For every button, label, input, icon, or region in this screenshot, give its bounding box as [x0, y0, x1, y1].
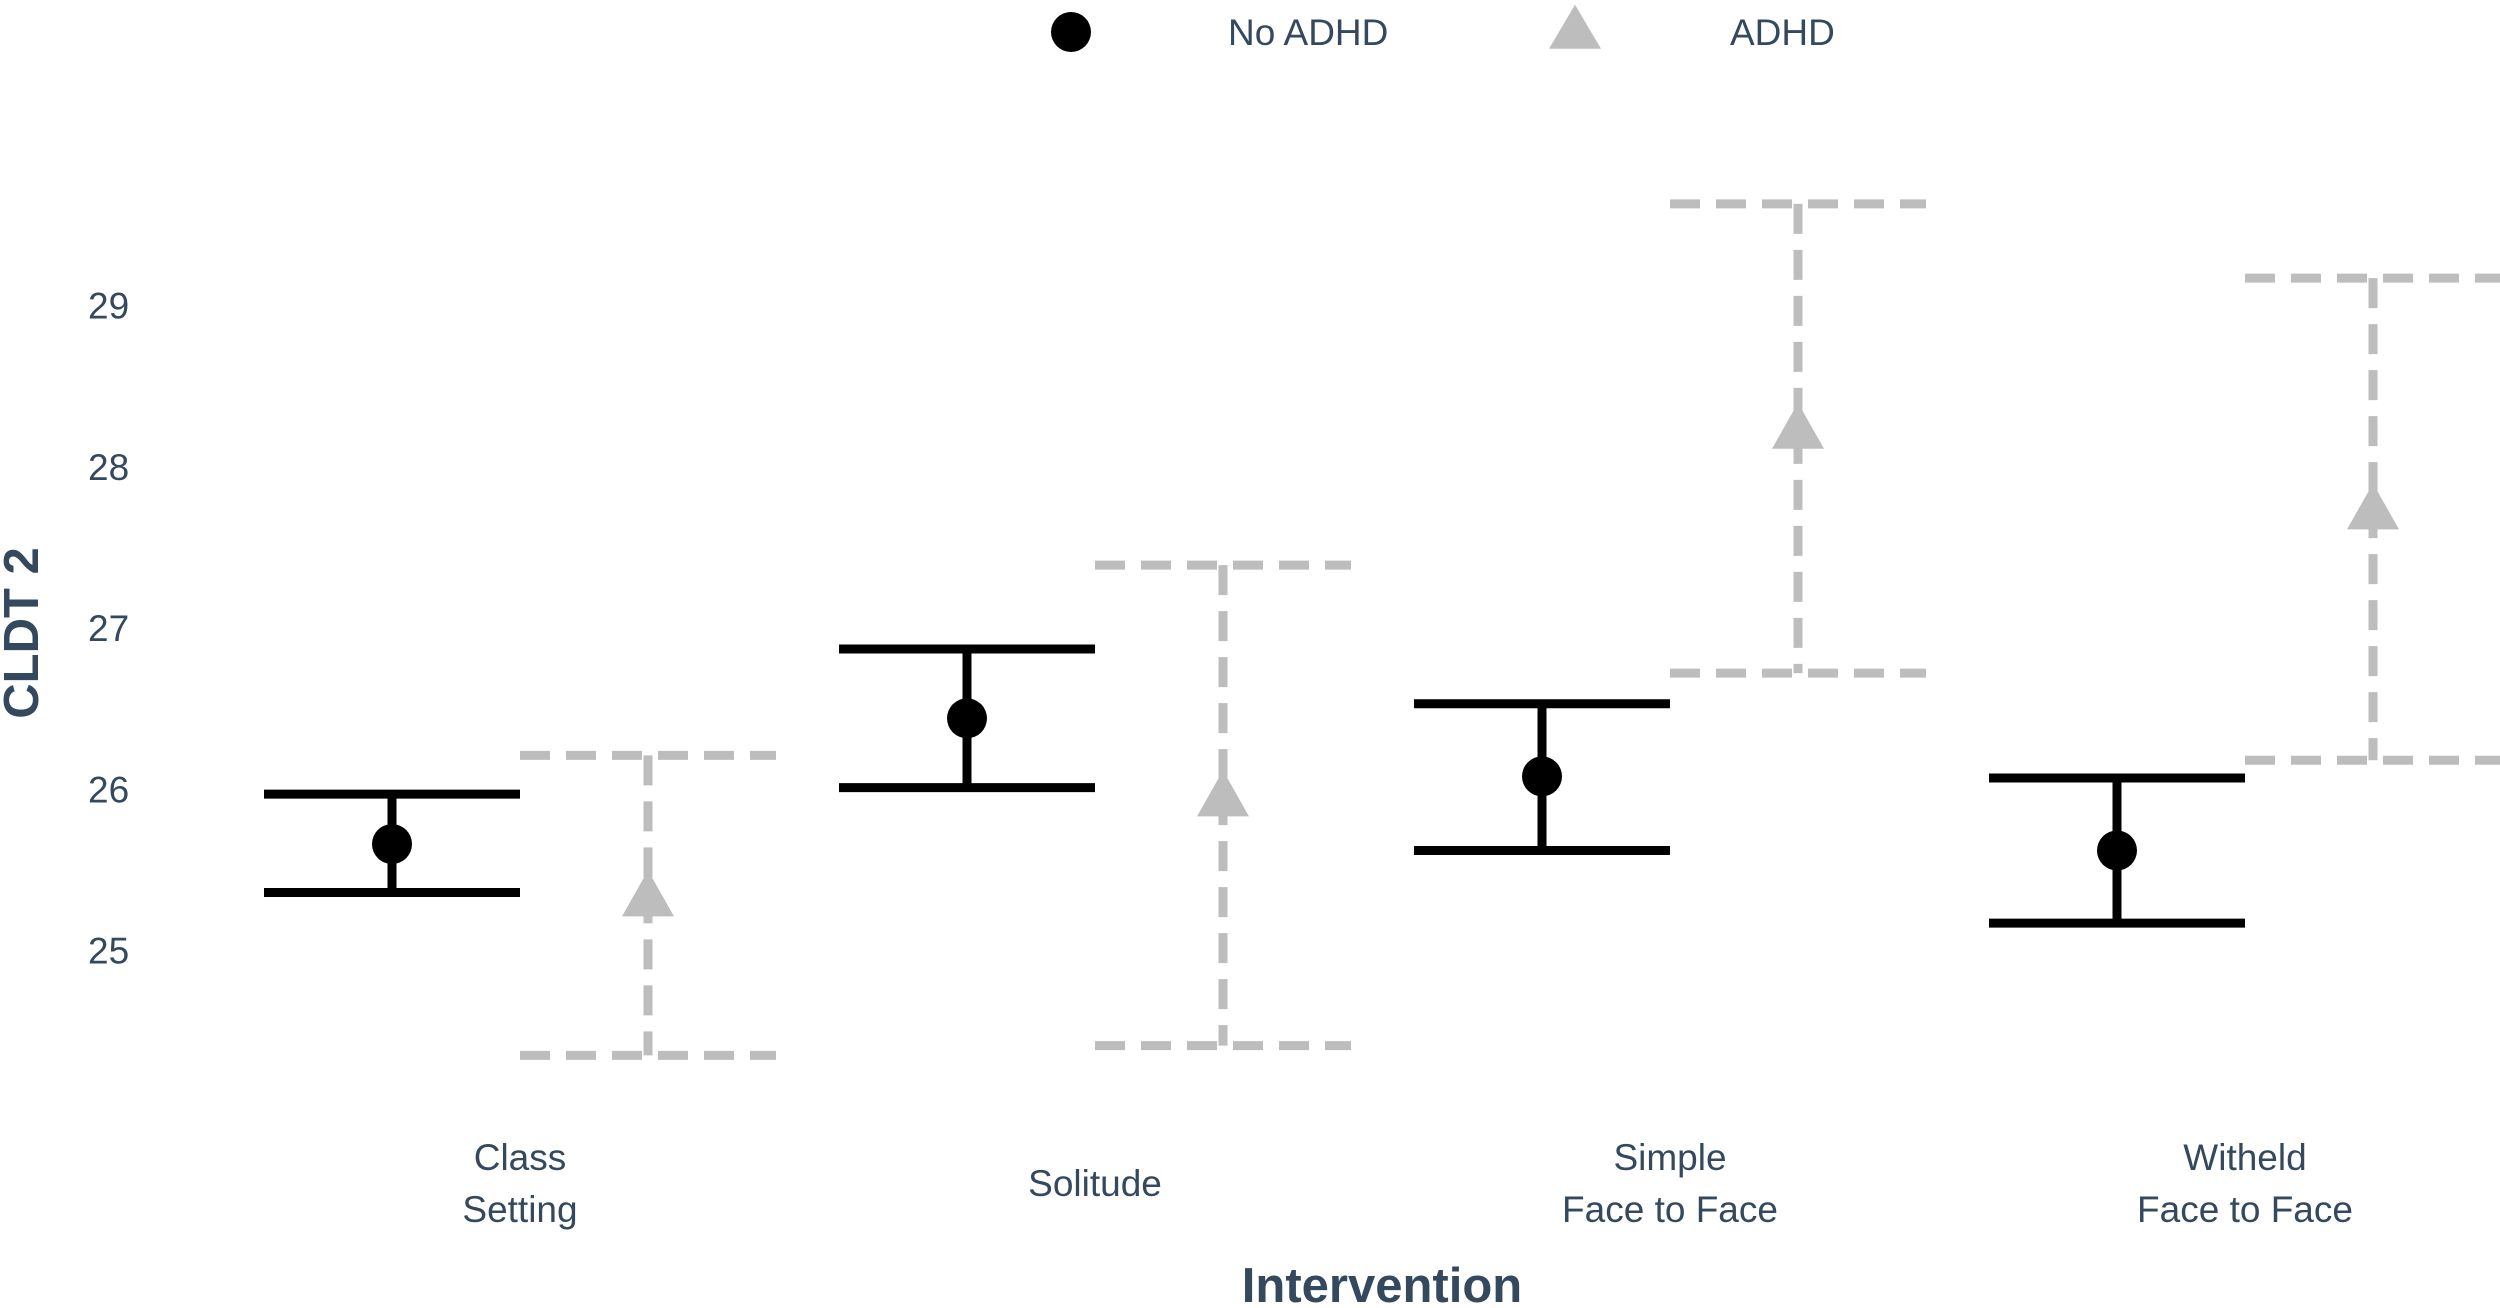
y-axis-title: CLDT 2 [0, 547, 49, 719]
legend-label: ADHD [1730, 12, 1835, 53]
data-point [1522, 756, 1562, 797]
y-tick-label: 26 [88, 769, 129, 810]
data-point [2097, 830, 2137, 871]
x-axis-title: Intervention [1242, 1259, 1522, 1308]
legend: No ADHD ADHD [1051, 4, 1835, 53]
y-axis-ticks: 25 26 27 28 29 [88, 286, 129, 972]
y-tick-label: 29 [88, 286, 129, 327]
data-point [947, 698, 987, 739]
data-point [622, 870, 674, 917]
y-tick-label: 27 [88, 608, 129, 649]
legend-marker-adhd [1549, 4, 1601, 49]
plot-area [264, 199, 2500, 1060]
data-point [1197, 770, 1249, 817]
series-1 [520, 199, 2500, 1060]
y-tick-label: 25 [88, 931, 129, 972]
legend-label: No ADHD [1228, 12, 1388, 53]
legend-marker-no-adhd [1051, 12, 1091, 52]
data-point [372, 824, 412, 865]
series-0 [264, 644, 2245, 928]
x-tick-label: Solitude [1028, 1163, 1162, 1204]
data-point [1772, 402, 1824, 449]
data-point [2347, 483, 2399, 530]
y-tick-label: 28 [88, 447, 129, 488]
